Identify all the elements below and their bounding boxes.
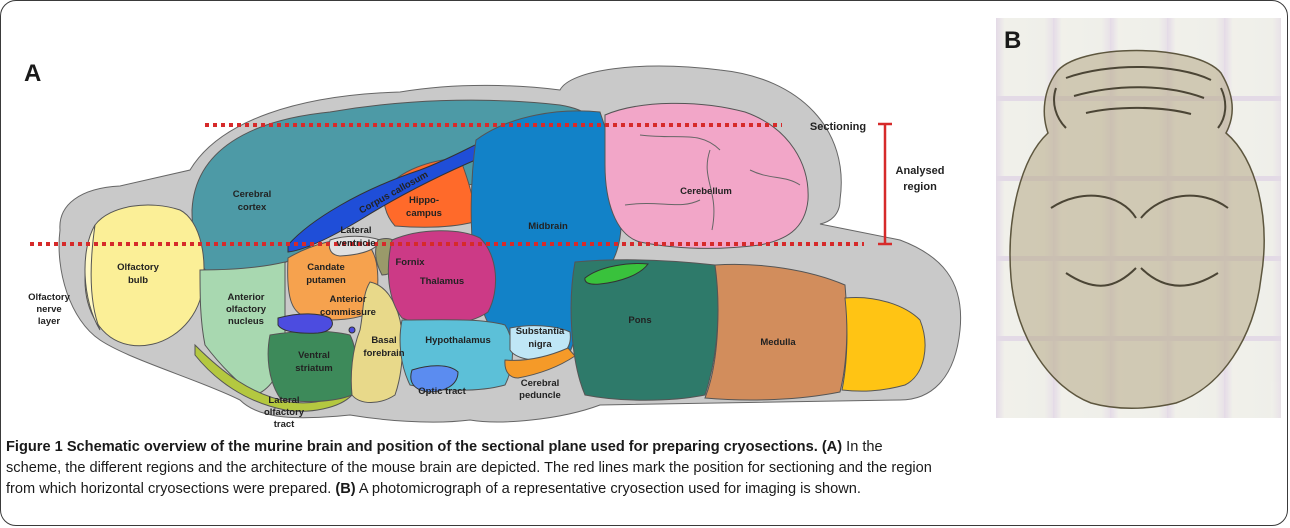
anterior-olfactory-nucleus-label-3: nucleus xyxy=(228,316,264,327)
anterior-commissure-label-2: commissure xyxy=(320,307,376,318)
midbrain-label: Midbrain xyxy=(528,221,568,232)
caption-line-3: from which horizontal cryosections were … xyxy=(6,479,1284,500)
caption-title: Figure 1 Schematic overview of the murin… xyxy=(6,439,818,455)
lateral-olfactory-tract-label-2: olfactory xyxy=(264,407,305,418)
optic-tract-label: Optic tract xyxy=(418,386,466,397)
olfactory-bulb-label-1: Olfactory xyxy=(117,262,159,273)
panel-b-label: B xyxy=(1004,27,1021,54)
lateral-ventricle-label-1: Lateral xyxy=(340,225,371,236)
basal-forebrain-label-2: forebrain xyxy=(363,348,404,359)
analysed-region-label-2: region xyxy=(903,181,937,193)
thalamus-label: Thalamus xyxy=(420,276,464,287)
cerebral-cortex-label-2: cortex xyxy=(238,202,267,213)
anterior-olfactory-nucleus-label-1: Anterior xyxy=(228,292,265,303)
medulla-label: Medulla xyxy=(760,337,796,348)
cerebellum-label: Cerebellum xyxy=(680,186,732,197)
figure-caption: Figure 1 Schematic overview of the murin… xyxy=(6,437,1284,500)
fornix-label: Fornix xyxy=(395,257,425,268)
ventral-striatum-label-2: striatum xyxy=(295,363,332,374)
anterior-olfactory-nucleus-label-2: olfactory xyxy=(226,304,267,315)
hippocampus-label-1: Hippo- xyxy=(409,195,439,206)
olfactory-nerve-layer-label-1: Olfactory xyxy=(28,292,70,303)
analysed-region-label-1: Analysed xyxy=(896,165,945,177)
brain-schematic: A xyxy=(0,0,990,430)
candate-putamen-label-1: Candate xyxy=(307,262,344,273)
candate-putamen-label-2: putamen xyxy=(306,275,346,286)
lateral-ventricle-label-2: ventricle xyxy=(336,238,375,249)
caption-line1-tail: In the xyxy=(846,439,883,455)
olfactory-nerve-layer-label-3: layer xyxy=(38,316,60,327)
hypothalamus-label: Hypothalamus xyxy=(425,335,490,346)
pons-label: Pons xyxy=(628,315,651,326)
caption-line3-head: from which horizontal cryosections were … xyxy=(6,481,331,497)
anterior-commissure-dot-2 xyxy=(349,327,355,333)
lateral-olfactory-tract-label-3: tract xyxy=(274,419,295,430)
panel-a-label: A xyxy=(24,60,41,87)
medulla-region xyxy=(705,264,847,400)
substantia-nigra-label-2: nigra xyxy=(528,339,552,350)
caption-tag-a: (A) xyxy=(822,439,842,455)
substantia-nigra-label-1: Substantia xyxy=(516,326,565,337)
anterior-commissure-label-1: Anterior xyxy=(330,294,367,305)
sectioning-label: Sectioning xyxy=(810,121,866,133)
caption-tag-b: (B) xyxy=(335,481,355,497)
cerebral-peduncle-label-1: Cerebral xyxy=(521,378,560,389)
cerebral-cortex-label-1: Cerebral xyxy=(233,189,272,200)
caption-line3-tail: A photomicrograph of a representative cr… xyxy=(359,481,861,497)
hippocampus-label-2: campus xyxy=(406,208,442,219)
lateral-olfactory-tract-label-1: Lateral xyxy=(268,395,299,406)
caption-line-2: scheme, the different regions and the ar… xyxy=(6,458,1284,479)
cryosection-photomicrograph: B xyxy=(996,18,1281,418)
olfactory-nerve-layer-label-2: nerve xyxy=(36,304,61,315)
caption-line-1: Figure 1 Schematic overview of the murin… xyxy=(6,437,1284,458)
olfactory-bulb-label-2: bulb xyxy=(128,275,148,286)
ventral-striatum-label-1: Ventral xyxy=(298,350,330,361)
basal-forebrain-label-1: Basal xyxy=(371,335,396,346)
cerebral-peduncle-label-2: peduncle xyxy=(519,390,561,401)
